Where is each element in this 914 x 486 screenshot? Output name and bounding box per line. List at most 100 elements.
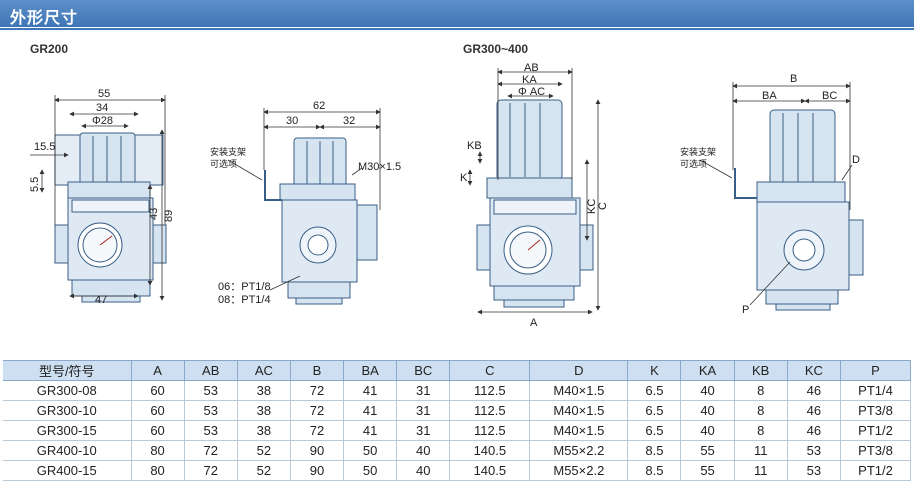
table-cell: 53 bbox=[183, 380, 238, 401]
table-cell: 60 bbox=[130, 380, 185, 401]
table-cell: 55 bbox=[680, 460, 735, 481]
table-cell: 52 bbox=[236, 440, 291, 461]
table-cell: 112.5 bbox=[449, 380, 531, 401]
table-cell: M55×2.2 bbox=[529, 440, 629, 461]
gr300-dim-c: C bbox=[597, 202, 609, 210]
table-cell: 38 bbox=[236, 420, 291, 441]
gr200-port-08: 08：PT1/4 bbox=[218, 294, 271, 306]
table-cell: 6.5 bbox=[627, 380, 682, 401]
table-cell: 50 bbox=[343, 460, 398, 481]
table-cell-model: GR400-10 bbox=[3, 440, 132, 461]
table-cell: 72 bbox=[289, 400, 345, 421]
gr200-side-dim-32: 32 bbox=[343, 115, 355, 127]
gr300-front-dimensions bbox=[467, 68, 601, 315]
table-cell: PT3/8 bbox=[840, 440, 911, 461]
gr300-bracket-note-1: 安装支架 bbox=[680, 146, 716, 157]
table-cell: 112.5 bbox=[449, 400, 531, 421]
gr200-port-06: 06：PT1/8 bbox=[218, 281, 271, 293]
table-cell: 46 bbox=[786, 400, 842, 421]
table-header: KC bbox=[786, 360, 842, 381]
table-cell: 60 bbox=[130, 400, 185, 421]
table-header: D bbox=[529, 360, 629, 381]
title-underline bbox=[0, 28, 914, 30]
table-cell: M55×2.2 bbox=[529, 460, 629, 481]
gr200-dim-34: 34 bbox=[96, 102, 108, 114]
gr300-dim-kc: KC bbox=[586, 199, 598, 214]
table-header: AC bbox=[236, 360, 291, 381]
gr300-side-dim-d: D bbox=[852, 154, 860, 166]
section-title: 外形尺寸 bbox=[10, 10, 79, 27]
table-cell: 41 bbox=[343, 380, 398, 401]
table-cell: 40 bbox=[396, 440, 451, 461]
gr300-bracket-note-2: 可选项 bbox=[680, 158, 707, 169]
gr300-side-view bbox=[734, 109, 864, 311]
table-cell: 31 bbox=[396, 380, 451, 401]
table-cell: 31 bbox=[396, 420, 451, 441]
table-cell: 8 bbox=[733, 380, 788, 401]
dimension-drawings: 55 34 Φ28 15.5 5.5 43 89 47 62 30 bbox=[29, 62, 864, 329]
table-header-row: 型号/符号 A AB AC B BA BC C D K KA KB KC P bbox=[3, 360, 911, 381]
gr200-bracket-note-2: 可选项 bbox=[210, 158, 237, 169]
gr200-side-view bbox=[264, 137, 378, 305]
table-cell: 80 bbox=[130, 460, 185, 481]
table-header: BA bbox=[343, 360, 398, 381]
gr200-thread-label: M30×1.5 bbox=[358, 161, 401, 173]
gr300-dim-a: A bbox=[530, 317, 538, 329]
gr300-dim-ab: AB bbox=[524, 62, 539, 74]
gr200-side-dim-30: 30 bbox=[286, 115, 298, 127]
table-cell: 53 bbox=[183, 400, 238, 421]
gr200-dim-phi28: Φ28 bbox=[92, 115, 113, 127]
table-cell: 140.5 bbox=[449, 460, 531, 481]
table-cell: 40 bbox=[680, 400, 735, 421]
table-cell: 40 bbox=[680, 380, 735, 401]
table-cell: 53 bbox=[786, 440, 842, 461]
gr300-side-dimensions bbox=[699, 82, 853, 306]
table-cell: 46 bbox=[786, 380, 842, 401]
table-cell: 41 bbox=[343, 400, 398, 421]
gr200-front-view bbox=[54, 132, 167, 303]
gr200-dim-43: 43 bbox=[148, 208, 160, 220]
table-cell: 38 bbox=[236, 400, 291, 421]
table-cell: M40×1.5 bbox=[529, 380, 629, 401]
table-cell-model: GR300-15 bbox=[3, 420, 132, 441]
table-cell: 90 bbox=[289, 440, 345, 461]
table-cell: 40 bbox=[680, 420, 735, 441]
table-header: AB bbox=[183, 360, 238, 381]
table-cell: 8.5 bbox=[627, 460, 682, 481]
table-cell: 6.5 bbox=[627, 400, 682, 421]
table-cell: 46 bbox=[786, 420, 842, 441]
table-header: BC bbox=[396, 360, 451, 381]
table-cell: M40×1.5 bbox=[529, 400, 629, 421]
gr300-side-dim-p: P bbox=[742, 304, 749, 316]
table-header: P bbox=[840, 360, 911, 381]
table-cell: 72 bbox=[289, 380, 345, 401]
model-label-gr200: GR200 bbox=[30, 42, 69, 56]
gr200-front-dimensions bbox=[30, 95, 166, 301]
table-cell: 112.5 bbox=[449, 420, 531, 441]
gr200-dim-89: 89 bbox=[163, 210, 175, 222]
table-cell: 41 bbox=[343, 420, 398, 441]
table-cell: 60 bbox=[130, 420, 185, 441]
model-label-gr300-400: GR300~400 bbox=[463, 42, 529, 56]
gr300-side-dim-b: B bbox=[790, 73, 797, 85]
table-cell: 90 bbox=[289, 460, 345, 481]
table-header: KA bbox=[680, 360, 735, 381]
gr200-dim-15-5: 15.5 bbox=[34, 141, 55, 153]
table-cell: 72 bbox=[289, 420, 345, 441]
table-cell: 52 bbox=[236, 460, 291, 481]
gr300-dim-ka: KA bbox=[522, 74, 537, 86]
table-cell: 53 bbox=[786, 460, 842, 481]
table-cell: 11 bbox=[733, 460, 788, 481]
gr300-dim-phi-ac: Φ AC bbox=[518, 86, 545, 98]
table-header: A bbox=[130, 360, 185, 381]
table-cell-model: GR400-15 bbox=[3, 460, 132, 481]
table-cell: PT1/2 bbox=[840, 460, 911, 481]
gr300-side-dim-bc: BC bbox=[822, 90, 837, 102]
gr300-side-dim-ba: BA bbox=[762, 90, 777, 102]
table-header: 型号/符号 bbox=[3, 360, 132, 381]
table-cell: 6.5 bbox=[627, 420, 682, 441]
gr200-dim-47: 47 bbox=[95, 294, 107, 306]
table-cell-model: GR300-08 bbox=[3, 380, 132, 401]
table-cell: 40 bbox=[396, 460, 451, 481]
